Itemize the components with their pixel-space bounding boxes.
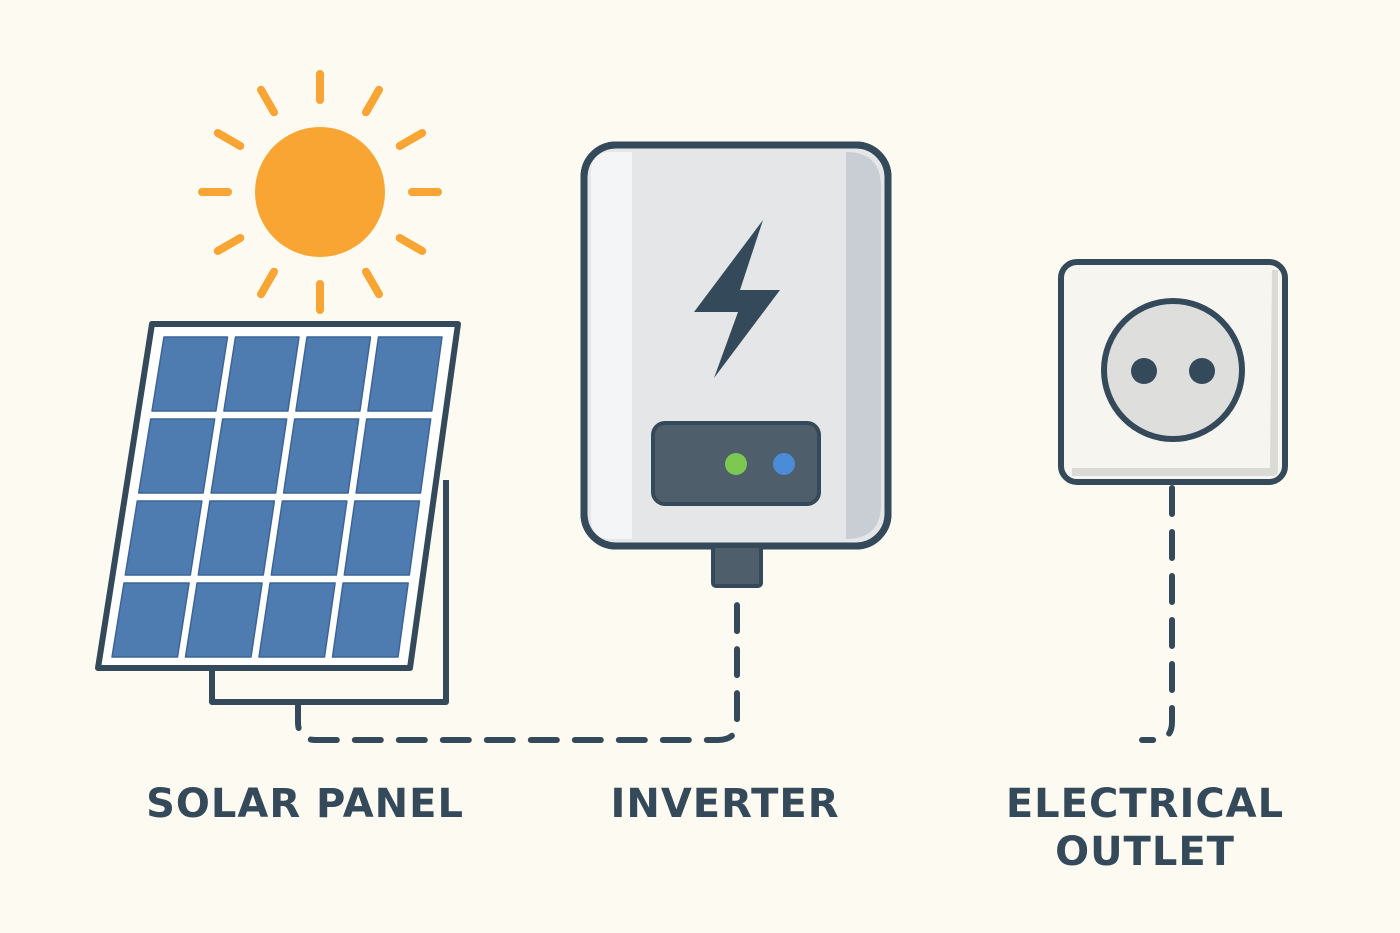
inverter-icon [580, 141, 892, 588]
panel-cell [223, 336, 300, 412]
panel-cell [210, 418, 288, 494]
panel-cell [295, 336, 372, 412]
status-led-green [725, 453, 747, 475]
sun-ray [395, 129, 427, 150]
sun-ray [257, 267, 278, 299]
outlet-hole-left [1131, 358, 1157, 384]
sun-icon [198, 70, 442, 314]
panel-stand [209, 480, 449, 705]
wire-panel-to-inverter [295, 585, 740, 743]
panel-cell [270, 500, 348, 576]
sun-ray [213, 129, 245, 150]
panel-cell [355, 418, 432, 494]
panel-cell [331, 582, 409, 658]
panel-cell [124, 500, 203, 576]
panel-cell [343, 500, 421, 576]
status-led-blue [773, 453, 795, 475]
lightning-bolt-icon [694, 220, 780, 378]
panel-cell [197, 500, 276, 576]
wire-outlet [1139, 485, 1175, 743]
outlet-hole-right [1189, 358, 1215, 384]
panel-cell [258, 582, 336, 658]
panel-cell [367, 336, 443, 412]
inverter-connector [711, 544, 763, 588]
panel-cell [151, 336, 229, 412]
sun-ray [362, 85, 383, 117]
panel-cell [184, 582, 263, 658]
outlet-label-line2: OUTLET [1055, 829, 1235, 875]
sun-ray [362, 267, 383, 299]
electrical-outlet-label: ELECTRICAL OUTLET [985, 780, 1305, 876]
panel-cell [137, 418, 216, 494]
inverter-label: INVERTER [610, 781, 840, 827]
solar-panel-icon [95, 321, 461, 671]
panel-cell [111, 582, 190, 658]
sun-ray [213, 234, 245, 255]
electrical-outlet-icon [1058, 259, 1288, 485]
sun-ray [395, 234, 427, 255]
panel-cell [282, 418, 360, 494]
outlet-label-line1: ELECTRICAL [1005, 781, 1285, 827]
sun-ray [257, 85, 278, 117]
solar-panel-label: SOLAR PANEL [146, 781, 464, 827]
